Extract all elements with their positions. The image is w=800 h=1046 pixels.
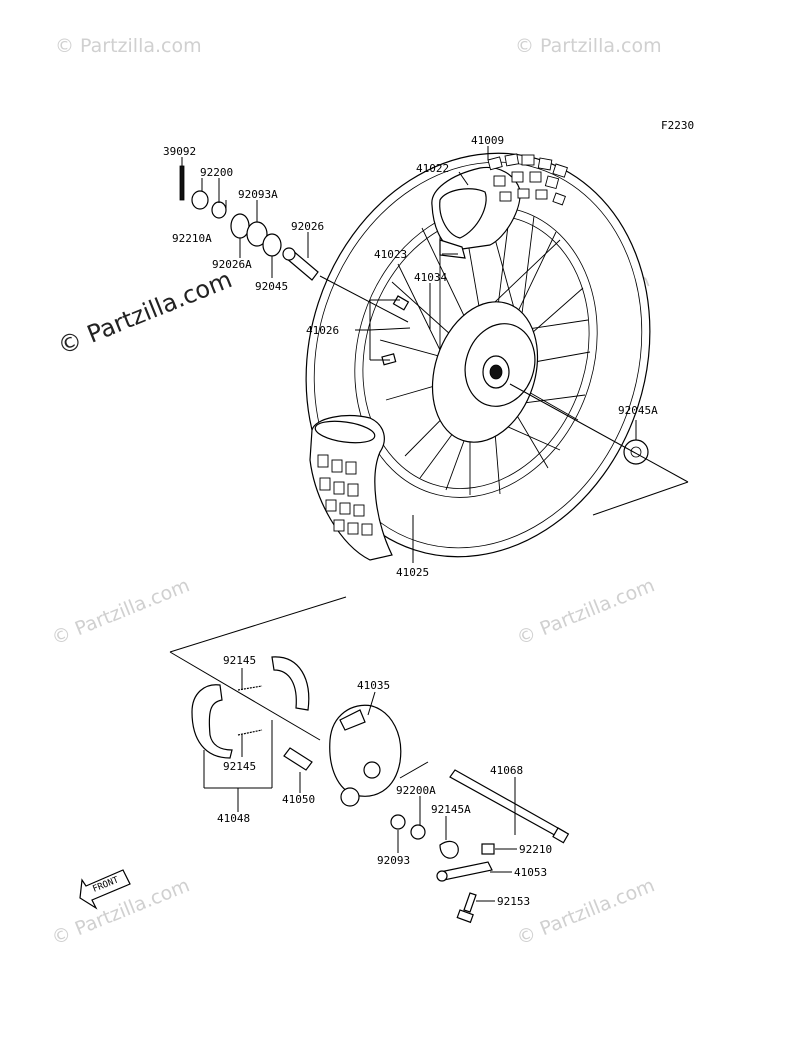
label-92093: 92093: [377, 854, 410, 867]
label-39092: 39092: [163, 145, 196, 158]
front-direction-arrow: FRONT: [79, 869, 131, 910]
label-92045: 92045: [255, 280, 288, 293]
rim-inner: [362, 215, 590, 489]
label-41034: 41034: [414, 271, 447, 284]
rim-outer: [354, 206, 598, 498]
brake-assembly: [191, 656, 570, 924]
brake-lever: [439, 861, 493, 881]
label-92026: 92026: [291, 220, 324, 233]
bearing: [262, 233, 282, 257]
label-41048: 41048: [217, 812, 250, 825]
wheel-assembly: [305, 152, 651, 561]
axle-parts-upper: [179, 165, 649, 465]
watermark: © Partzilla.com: [514, 574, 658, 649]
brake-shoe-right: [271, 656, 310, 711]
brake-panel: [329, 704, 402, 797]
label-92026A: 92026A: [212, 258, 252, 271]
castle-nut: [191, 190, 209, 210]
part-labels: 39092 92200 92093A 92210A 92026A 92026 9…: [163, 134, 658, 908]
watermark: © Partzilla.com: [514, 874, 658, 949]
tread-bottom: [317, 454, 373, 536]
panel-cam-boss: [340, 787, 360, 807]
label-41022: 41022: [416, 162, 449, 175]
bolt-92153: [463, 892, 477, 913]
nut-92210: [481, 843, 495, 855]
tread-top: [487, 153, 568, 206]
washer-92093: [390, 814, 406, 830]
spoke-nipple-lower: [381, 353, 397, 366]
washer-92200A: [410, 824, 426, 840]
label-92145A: 92145A: [431, 803, 471, 816]
tire-inner-edge: [313, 161, 643, 549]
brake-camshaft: [283, 747, 313, 771]
label-41068: 41068: [490, 764, 523, 777]
label-41050: 41050: [282, 793, 315, 806]
washer: [211, 201, 227, 219]
brake-lever-hole: [436, 870, 448, 882]
label-92210A: 92210A: [172, 232, 212, 245]
label-41025: 41025: [396, 566, 429, 579]
label-41035: 41035: [357, 679, 390, 692]
bolt-head: [456, 909, 474, 924]
spring-lower: [237, 729, 263, 736]
front-arrow-icon: [79, 869, 131, 910]
label-92093A: 92093A: [238, 188, 278, 201]
watermark: © Partzilla.com: [55, 35, 202, 57]
return-spring: [439, 840, 459, 859]
label-41009: 41009: [471, 134, 504, 147]
axle-center: [489, 364, 503, 380]
label-41026: 41026: [306, 324, 339, 337]
brake-shoe-left: [191, 684, 233, 759]
label-92200A: 92200A: [396, 784, 436, 797]
spacer-end: [282, 247, 296, 261]
bearing-right-bore: [630, 446, 642, 458]
label-41053: 41053: [514, 866, 547, 879]
label-92153: 92153: [497, 895, 530, 908]
label-92145-upper: 92145: [223, 654, 256, 667]
label-92145-lower: 92145: [223, 760, 256, 773]
watermark-large: © Partzilla.com: [54, 265, 236, 360]
watermark: © Partzilla.com: [515, 35, 662, 57]
cotter-pin: [179, 165, 185, 201]
leader-lines: [169, 146, 689, 902]
brake-panel-stopper: [339, 709, 366, 731]
figure-code: F2230: [661, 119, 694, 132]
label-92200: 92200: [200, 166, 233, 179]
bearing-right: [623, 439, 649, 465]
axle-head: [552, 827, 570, 844]
tube-cutaway-bottom: [314, 420, 376, 444]
watermark: © Partzilla.com: [49, 574, 193, 649]
label-41023: 41023: [374, 248, 407, 261]
collar-flanged: [230, 213, 250, 239]
label-92210: 92210: [519, 843, 552, 856]
label-92045A: 92045A: [618, 404, 658, 417]
tube-cross-section: [439, 188, 487, 239]
panel-boss: [363, 761, 381, 779]
